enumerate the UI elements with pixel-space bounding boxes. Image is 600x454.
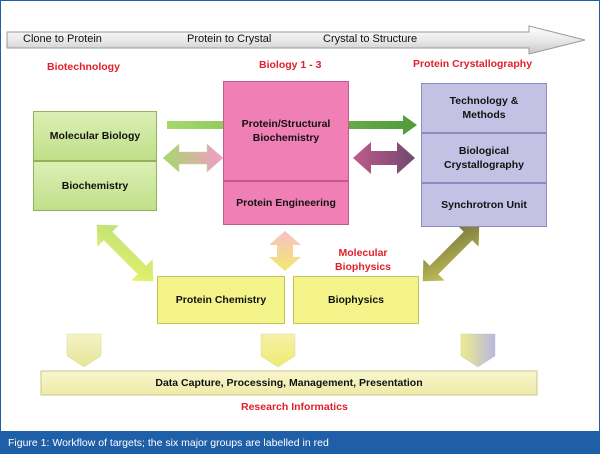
- process-arrow-shape: [6, 25, 586, 55]
- box-synchrotron-unit: Synchrotron Unit: [421, 183, 547, 227]
- green-pink-double-arrow: [162, 143, 224, 173]
- stage-label-protein-to-crystal: Protein to Crystal: [187, 33, 272, 45]
- box-technology-methods: Technology & Methods: [421, 83, 547, 133]
- figure-caption-text: Figure 1: Workflow of targets; the six m…: [8, 436, 329, 449]
- vertical-double-arrow: [269, 231, 301, 271]
- left-chevron: [66, 333, 102, 368]
- left-diagonal-double-arrow: [96, 224, 154, 282]
- data-capture-bar-shape: [40, 370, 538, 396]
- box-biochemistry: Biochemistry: [33, 161, 157, 211]
- group-label-protein-crystallography: Protein Crystallography: [413, 58, 533, 70]
- box-biophysics: Biophysics: [293, 276, 419, 324]
- group-label-research-informatics: Research Informatics: [241, 401, 348, 413]
- pink-lavender-double-arrow: [353, 142, 415, 174]
- group-label-biotechnology: Biotechnology: [47, 61, 120, 73]
- right-chevron: [460, 333, 496, 368]
- stage-label-clone-to-protein: Clone to Protein: [23, 33, 102, 45]
- group-label-biology: Biology 1 - 3: [259, 59, 322, 71]
- box-biological-crystallography: Biological Crystallography: [421, 133, 547, 183]
- center-chevron: [260, 333, 296, 368]
- right-diagonal-double-arrow: [422, 224, 480, 282]
- box-protein-structural-biochemistry: Protein/Structural Biochemistry: [223, 81, 349, 181]
- box-protein-engineering: Protein Engineering: [223, 181, 349, 225]
- box-molecular-biology: Molecular Biology: [33, 111, 157, 161]
- data-capture-bar: Data Capture, Processing, Management, Pr…: [155, 376, 423, 389]
- stage-label-crystal-to-structure: Crystal to Structure: [323, 33, 418, 45]
- figure-caption: Figure 1: Workflow of targets; the six m…: [1, 431, 599, 453]
- box-protein-chemistry: Protein Chemistry: [157, 276, 285, 324]
- group-label-molecular-biophysics: Molecular Biophysics: [335, 247, 392, 273]
